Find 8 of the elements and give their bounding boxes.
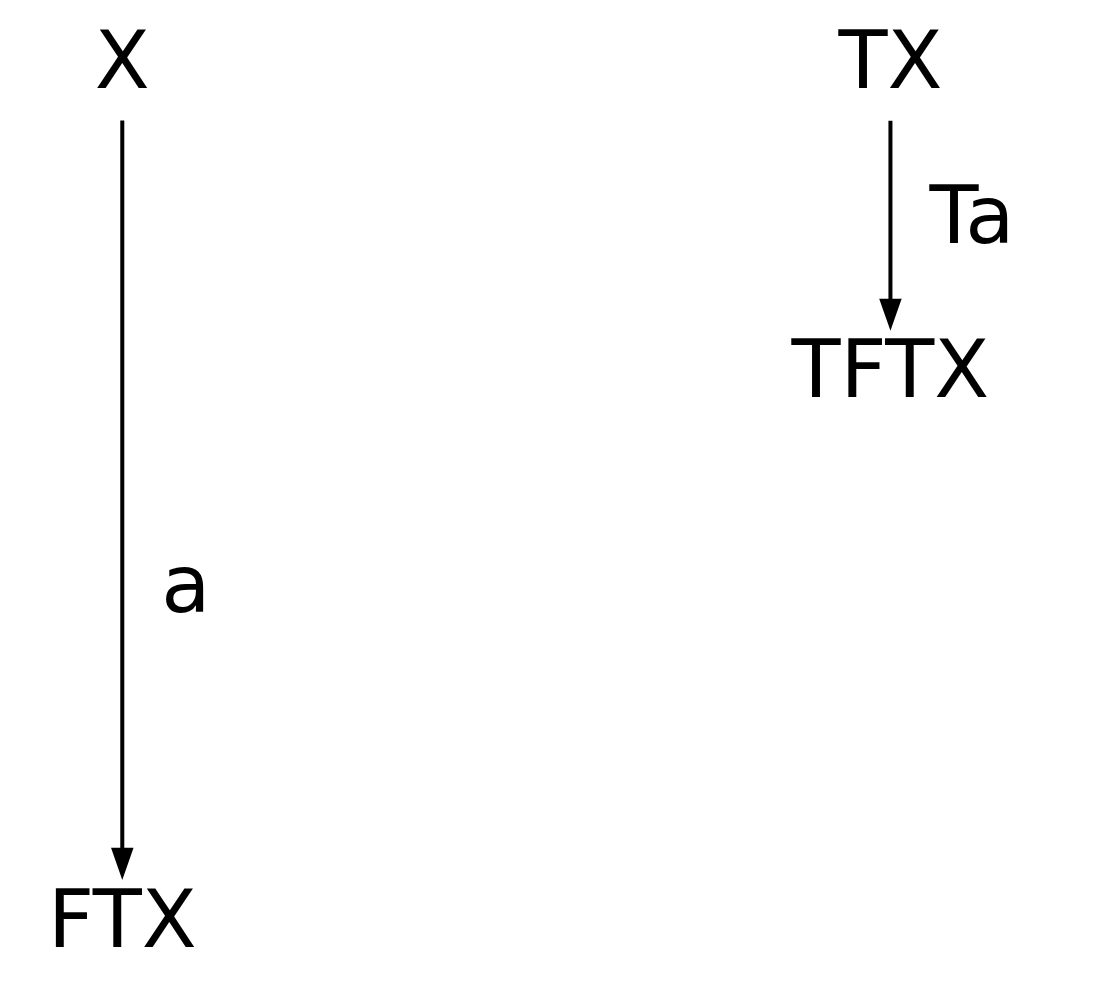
node-text: X (94, 14, 150, 108)
edge-label: Ta (929, 168, 1014, 262)
arrow (878, 120, 902, 331)
node-text: TX (837, 14, 942, 108)
node-text: TFTX (791, 323, 989, 417)
edge-label: a (160, 537, 210, 631)
arrow (110, 120, 134, 880)
node-text: FTX (47, 872, 197, 966)
